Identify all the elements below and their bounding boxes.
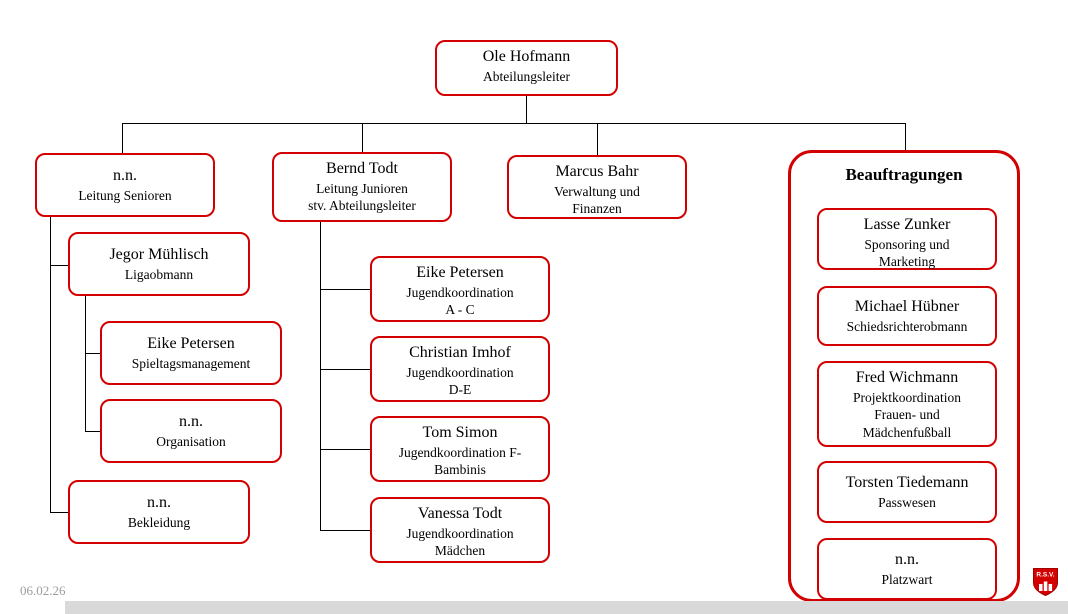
connector-line <box>122 123 905 124</box>
org-node-jugendkoordination-a-c: Eike Petersen Jugendkoordination A - C <box>370 256 550 322</box>
person-role: Jugendkoordination F- Bambinis <box>398 444 522 478</box>
person-role: Passwesen <box>878 494 936 510</box>
club-crest-icon: R.S.V. <box>1033 568 1058 597</box>
connector-line <box>320 449 370 450</box>
org-node-jugendkoordination-f-bambinis: Tom Simon Jugendkoordination F- Bambinis <box>370 416 550 482</box>
connector-line <box>362 123 363 152</box>
person-name: Christian Imhof <box>409 344 511 361</box>
person-name: Eike Petersen <box>147 334 235 352</box>
person-role: Leitung Junioren stv. Abteilungsleiter <box>308 180 416 214</box>
org-node-schiedsrichterobmann: Michael Hübner Schiedsrichterobmann <box>817 286 997 346</box>
person-role: Projektkoordination Frauen- und Mädchenf… <box>853 389 961 440</box>
connector-line <box>905 123 906 150</box>
org-node-platzwart: n.n. Platzwart <box>817 538 997 600</box>
person-role: Jugendkoordination Mädchen <box>406 525 514 559</box>
org-node-passwesen: Torsten Tiedemann Passwesen <box>817 461 997 523</box>
org-node-spieltagsmanagement: Eike Petersen Spieltagsmanagement <box>100 321 282 385</box>
connector-line <box>50 217 51 512</box>
person-role: Jugendkoordination D-E <box>406 364 514 398</box>
connector-line <box>597 123 598 155</box>
connector-line <box>85 353 100 354</box>
svg-text:R.S.V.: R.S.V. <box>1036 572 1054 579</box>
person-name: Bernd Todt <box>326 160 398 177</box>
person-name: Tom Simon <box>422 424 498 441</box>
date-label: 06.02.26 <box>20 583 66 598</box>
beauftragungen-group: Beauftragungen Lasse Zunker Sponsoring u… <box>788 150 1020 602</box>
person-role: Abteilungsleiter <box>483 68 570 84</box>
person-role: Spieltagsmanagement <box>131 355 251 371</box>
person-role: Bekleidung <box>127 514 191 530</box>
person-name: Ole Hofmann <box>482 48 571 65</box>
org-node-projektkoordination: Fred Wichmann Projektkoordination Frauen… <box>817 361 997 447</box>
person-name: Lasse Zunker <box>863 216 951 233</box>
person-role: Leitung Senioren <box>78 187 172 203</box>
org-node-organisation: n.n. Organisation <box>100 399 282 463</box>
person-name: n.n. <box>895 550 919 568</box>
connector-line <box>320 220 321 530</box>
connector-line <box>320 369 370 370</box>
org-node-abteilungsleiter: Ole Hofmann Abteilungsleiter <box>435 40 618 96</box>
footer-bar <box>65 601 1068 614</box>
person-name: n.n. <box>179 412 203 430</box>
person-role: Verwaltung und Finanzen <box>554 183 640 217</box>
person-name: Marcus Bahr <box>555 163 639 180</box>
person-role: Platzwart <box>881 571 933 587</box>
person-name: n.n. <box>147 493 171 511</box>
connector-line <box>85 431 100 432</box>
org-node-verwaltung-finanzen: Marcus Bahr Verwaltung und Finanzen <box>507 155 687 219</box>
person-name: Fred Wichmann <box>855 369 959 386</box>
person-name: Torsten Tiedemann <box>845 473 969 491</box>
connector-line <box>85 296 86 431</box>
group-title: Beauftragungen <box>845 165 963 184</box>
person-name: Michael Hübner <box>854 297 960 315</box>
connector-line <box>526 96 527 123</box>
person-name: Vanessa Todt <box>417 505 503 522</box>
org-node-jugendkoordination-maedchen: Vanessa Todt Jugendkoordination Mädchen <box>370 497 550 563</box>
org-node-ligaobmann: Jegor Mühlisch Ligaobmann <box>68 232 250 296</box>
person-role: Schiedsrichterobmann <box>846 318 968 334</box>
org-node-jugendkoordination-d-e: Christian Imhof Jugendkoordination D-E <box>370 336 550 402</box>
person-role: Sponsoring und Marketing <box>864 236 950 270</box>
person-role: Jugendkoordination A - C <box>406 284 514 318</box>
org-node-leitung-junioren: Bernd Todt Leitung Junioren stv. Abteilu… <box>272 152 452 222</box>
connector-line <box>320 289 370 290</box>
org-node-sponsoring-marketing: Lasse Zunker Sponsoring und Marketing <box>817 208 997 270</box>
org-node-leitung-senioren: n.n. Leitung Senioren <box>35 153 215 217</box>
person-role: Ligaobmann <box>124 266 194 282</box>
connector-line <box>122 123 123 153</box>
org-node-bekleidung: n.n. Bekleidung <box>68 480 250 544</box>
connector-line <box>320 530 370 531</box>
person-name: Jegor Mühlisch <box>109 245 209 263</box>
person-name: Eike Petersen <box>416 264 504 281</box>
connector-line <box>50 512 68 513</box>
person-name: n.n. <box>113 166 137 184</box>
connector-line <box>50 265 68 266</box>
person-role: Organisation <box>156 433 226 449</box>
